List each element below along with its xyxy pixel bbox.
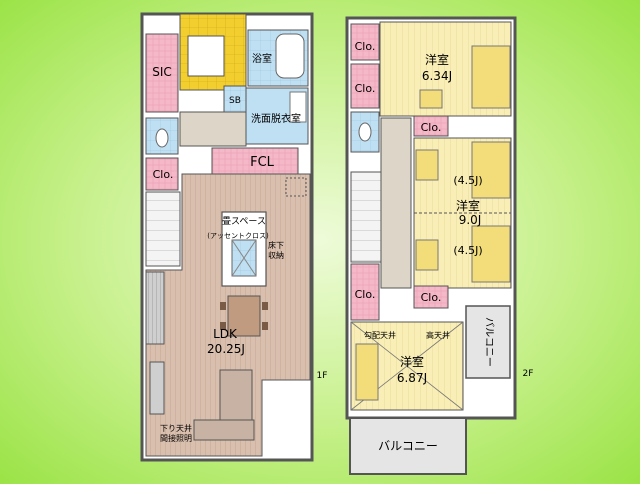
- bedroom-2-name: 洋室: [456, 198, 480, 213]
- bedroom-1-size: 6.34J: [422, 69, 452, 83]
- sic-room: [145, 33, 179, 113]
- sloped-ceiling-label: 勾配天井: [364, 330, 396, 340]
- floor1-label: 1F: [317, 371, 328, 381]
- underfloor-label-1: 床下: [268, 240, 284, 250]
- deck: [145, 271, 165, 345]
- balcony-front-label: バルコニー: [378, 439, 438, 453]
- closet-2f-a-label: Clo.: [355, 40, 376, 53]
- high-ceiling-label: 高天井: [426, 330, 450, 340]
- bedroom-3-name: 洋室: [400, 354, 424, 369]
- nook-label-2: (アッセントクロス): [207, 232, 269, 240]
- bedroom-2-split-b: (4.5J): [453, 244, 482, 257]
- ceiling-label-1: 下り天井: [160, 423, 192, 433]
- bedroom-2-size: 9.0J: [459, 213, 482, 227]
- closet-2f-c: [413, 115, 449, 137]
- closet-1f: [145, 157, 179, 191]
- closet-2f-e-label: Clo.: [355, 288, 376, 301]
- bathtub-icon: [275, 33, 305, 79]
- hallway-2f: [380, 117, 412, 289]
- ldk-size-label: 20.25J: [207, 342, 245, 356]
- closet-2f-d: [413, 285, 449, 309]
- bath-label: 浴室: [252, 52, 272, 65]
- underfloor-label-2: 収納: [268, 250, 284, 260]
- toilet-icon-2f: [358, 122, 372, 142]
- bed-2b: [471, 225, 511, 283]
- floor-1: SIC 浴室 SB 洗面脱衣室 FCL Clo. 畳スペース (アッセントクロス…: [140, 12, 328, 462]
- staircase-2f: [350, 171, 382, 263]
- floor-2: Clo. Clo. Clo. Clo. Clo. 洋室 6.34J (4.5J)…: [345, 16, 534, 475]
- closet-2f-b-label: Clo.: [355, 82, 376, 95]
- washroom-label: 洗面脱衣室: [251, 112, 301, 125]
- desk-2a: [415, 149, 439, 181]
- hallway: [179, 111, 247, 147]
- nook-label-1: 畳スペース: [222, 216, 266, 227]
- fcl-label: FCL: [250, 155, 275, 170]
- closet-1f-label: Clo.: [153, 168, 174, 181]
- desk-1: [419, 89, 443, 109]
- desk-2b: [415, 239, 439, 271]
- closet-2f-d-label: Clo.: [421, 291, 442, 304]
- ceiling-label-2: 間接照明: [160, 433, 192, 443]
- floor2-label: 2F: [523, 369, 534, 379]
- bed-2a: [471, 141, 511, 199]
- sink-icon: [289, 91, 307, 123]
- ldk-name-label: LDK: [213, 327, 238, 341]
- dining-table: [227, 295, 261, 337]
- bed-3: [355, 343, 379, 401]
- bedroom-3-size: 6.87J: [397, 371, 427, 385]
- balcony-front: [349, 417, 467, 475]
- closet-2f-b: [350, 63, 380, 109]
- bedroom-2-split-a: (4.5J): [453, 174, 482, 187]
- closet-2f-c-label: Clo.: [421, 121, 442, 134]
- sic-label: SIC: [152, 65, 172, 79]
- closet-2f-e: [350, 263, 380, 321]
- balcony-side-label: バルコニー: [483, 317, 495, 367]
- sb-label: SB: [229, 96, 241, 106]
- staircase-1f: [145, 191, 181, 267]
- tv-shelf: [149, 361, 165, 415]
- toilet-icon: [155, 128, 169, 148]
- bed-1: [471, 45, 511, 109]
- fcl-room: [211, 147, 299, 175]
- closet-2f-a: [350, 23, 380, 61]
- balcony-side: [465, 305, 511, 379]
- bedroom-1-name: 洋室: [425, 52, 449, 67]
